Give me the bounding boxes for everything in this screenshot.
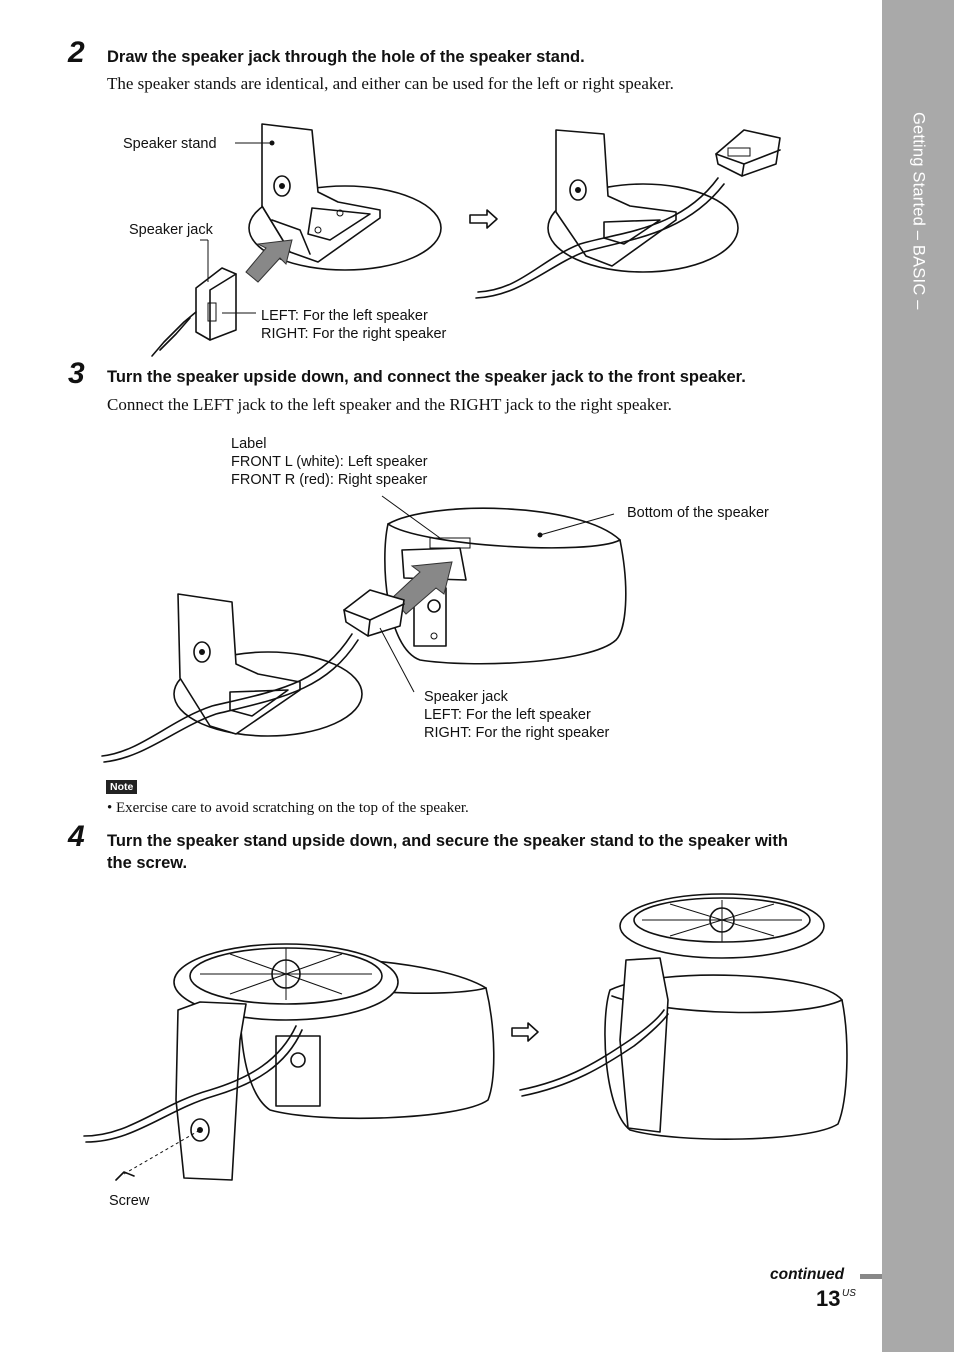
step-4-heading-line2: the screw. bbox=[107, 854, 188, 872]
step2-stand-figure-right bbox=[475, 129, 781, 299]
step2-next-arrow bbox=[469, 209, 498, 229]
continued-label: continued bbox=[770, 1266, 845, 1283]
step-3-body: Connect the LEFT jack to the left speake… bbox=[107, 395, 672, 414]
note-badge: Note bbox=[106, 780, 138, 794]
label-speaker-jack: Speaker jack bbox=[129, 222, 213, 238]
label-speaker-stand: Speaker stand bbox=[123, 136, 217, 152]
label-right-line-3: RIGHT: For the right speaker bbox=[424, 725, 610, 741]
step2-stand-figure-left bbox=[151, 123, 442, 357]
label-front-r: FRONT R (red): Right speaker bbox=[231, 472, 428, 488]
label-bottom-speaker: Bottom of the speaker bbox=[627, 505, 769, 521]
label-screw: Screw bbox=[109, 1193, 150, 1209]
step-3-number: 3 bbox=[68, 357, 85, 390]
side-tab bbox=[882, 0, 954, 1352]
label-left-line: LEFT: For the left speaker bbox=[261, 308, 428, 324]
step-2-heading: Draw the speaker jack through the hole o… bbox=[107, 48, 585, 66]
step3-speaker-figure bbox=[101, 495, 627, 763]
page-suffix: US bbox=[842, 1288, 856, 1299]
label-front-l: FRONT L (white): Left speaker bbox=[231, 454, 428, 470]
step4-speaker-figure-right bbox=[519, 893, 848, 1140]
step-4-number: 4 bbox=[68, 820, 85, 853]
label-speaker-jack-3: Speaker jack bbox=[424, 689, 508, 705]
label-right-line: RIGHT: For the right speaker bbox=[261, 326, 447, 342]
step4-speaker-figure-left bbox=[83, 943, 495, 1181]
step-2-body: The speaker stands are identical, and ei… bbox=[107, 74, 674, 93]
step-2-number: 2 bbox=[68, 36, 85, 69]
label-left-line-3: LEFT: For the left speaker bbox=[424, 707, 591, 723]
continued-bar bbox=[860, 1274, 882, 1279]
label-label-title: Label bbox=[231, 436, 267, 452]
step-3-heading: Turn the speaker upside down, and connec… bbox=[107, 368, 746, 386]
step-4-heading-line1: Turn the speaker stand upside down, and … bbox=[107, 832, 788, 850]
step4-next-arrow bbox=[511, 1022, 539, 1042]
note-text: • Exercise care to avoid scratching on t… bbox=[107, 800, 469, 816]
page-number: 13 bbox=[816, 1286, 841, 1311]
